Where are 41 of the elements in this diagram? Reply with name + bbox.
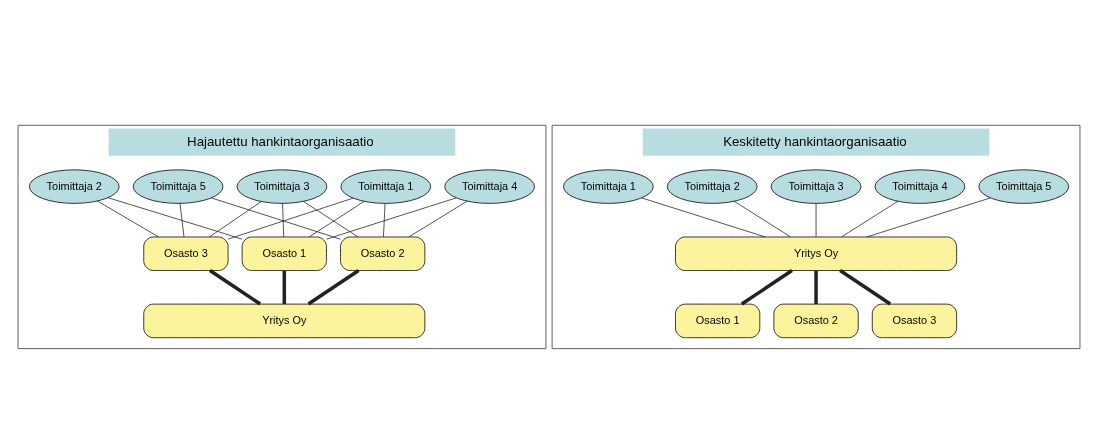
node-box: Osasto 3: [871, 303, 957, 338]
connector: [179, 202, 185, 237]
node-box: Osasto 1: [241, 236, 327, 271]
connector: [303, 200, 359, 237]
node-ellipse: Toimittaja 5: [132, 168, 224, 204]
connector: [641, 197, 766, 237]
connector: [383, 202, 386, 237]
connector: [211, 197, 341, 240]
connector: [815, 202, 817, 237]
connector: [839, 268, 892, 305]
connector: [282, 202, 285, 237]
connector: [408, 200, 468, 237]
node-box: Osasto 1: [675, 303, 761, 338]
node-ellipse: Toimittaja 3: [770, 168, 862, 204]
node-box: Osasto 2: [773, 303, 859, 338]
node-box: Yritys Oy: [675, 236, 957, 271]
connector: [227, 197, 354, 239]
connector: [308, 200, 365, 237]
connector: [107, 196, 243, 240]
connector: [97, 200, 159, 237]
connector: [733, 200, 791, 237]
node-ellipse: Toimittaja 1: [340, 168, 432, 204]
node-ellipse: Toimittaja 1: [563, 168, 654, 204]
node-ellipse: Toimittaja 4: [444, 168, 535, 204]
node-box: Osasto 2: [340, 236, 426, 271]
connector: [209, 268, 262, 305]
connector: [814, 270, 818, 304]
connector: [841, 200, 899, 237]
node-ellipse: Toimittaja 2: [666, 168, 758, 204]
connector: [866, 197, 991, 237]
connector: [326, 197, 457, 240]
node-ellipse: Toimittaja 3: [236, 168, 328, 204]
connector: [307, 268, 360, 305]
node-ellipse: Toimittaja 4: [874, 168, 966, 204]
connector: [282, 270, 287, 304]
node-ellipse: Toimittaja 5: [978, 168, 1070, 204]
connector: [209, 200, 262, 237]
connector: [740, 268, 793, 305]
node-ellipse: Toimittaja 2: [28, 168, 120, 204]
node-box: Yritys Oy: [143, 303, 426, 338]
node-box: Osasto 3: [143, 236, 229, 271]
